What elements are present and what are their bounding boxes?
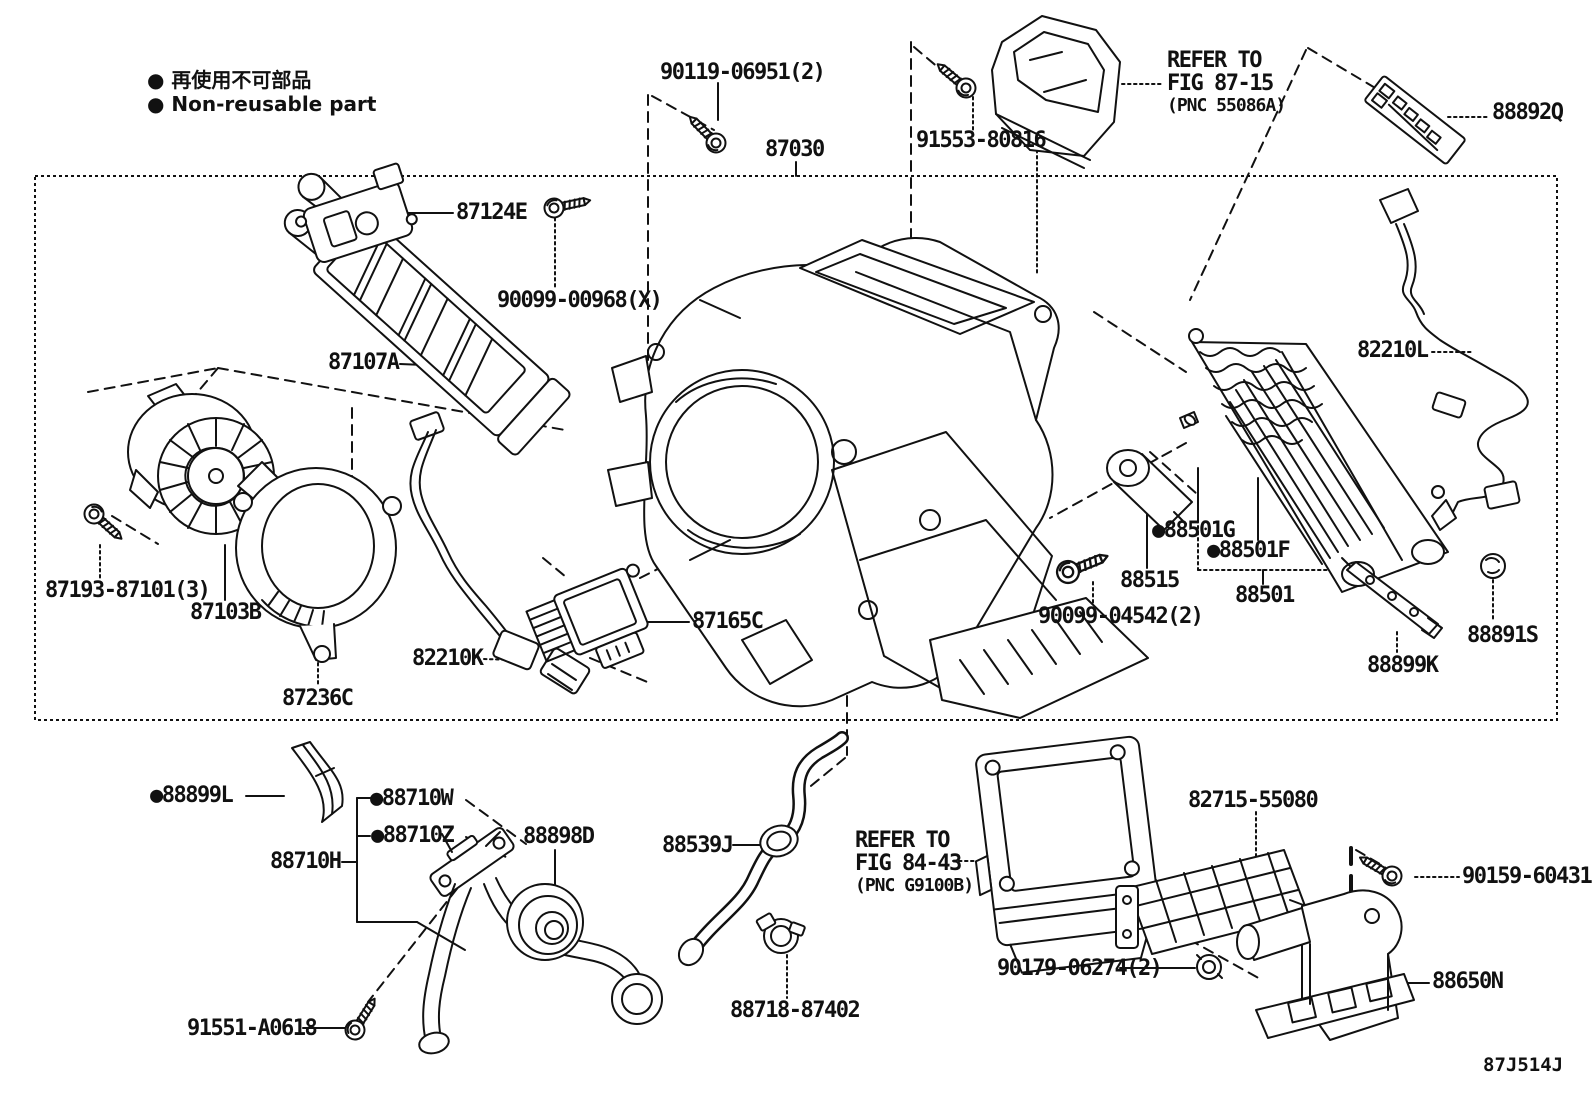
- part-label-87103b[interactable]: 87103B: [190, 600, 262, 625]
- strip-88899k-art: [1341, 557, 1443, 639]
- servo-87124e-art: [295, 162, 418, 263]
- part-label-88501f[interactable]: ●88501F: [1207, 538, 1291, 563]
- part-label-87124e[interactable]: 87124E: [456, 200, 528, 225]
- screw-91553-art: [930, 55, 981, 103]
- clamp-88718-art: [755, 912, 806, 954]
- part-label-88899k[interactable]: 88899K: [1367, 653, 1439, 678]
- part-label-88710z[interactable]: ●88710Z: [371, 823, 455, 848]
- part-label-88710h[interactable]: 88710H: [270, 849, 342, 874]
- part-label-82210l[interactable]: 82210L: [1357, 338, 1429, 363]
- part-label-87193-87101[interactable]: 87193-87101(3): [45, 578, 211, 603]
- resistor-87165c-art: [525, 563, 649, 669]
- part-label-90159-60431[interactable]: 90159-60431: [1462, 864, 1592, 889]
- part-label-88710w[interactable]: ●88710W: [370, 786, 454, 811]
- part-label-87030[interactable]: 87030: [765, 137, 825, 162]
- refer-fig-87-line1[interactable]: REFER TO: [1167, 48, 1262, 73]
- part-label-88515[interactable]: 88515: [1120, 568, 1180, 593]
- part-label-87165c[interactable]: 87165C: [692, 609, 764, 634]
- part-label-88899l[interactable]: ●88899L: [150, 783, 234, 808]
- screw-91551-art: [340, 992, 384, 1045]
- mesh-82715-art: [1115, 849, 1309, 955]
- refer-fig-84-line1[interactable]: REFER TO: [855, 828, 950, 853]
- receiver-88515-art: [1106, 414, 1197, 531]
- heater-core-87107a-art: [283, 172, 571, 456]
- part-label-90099-04542[interactable]: 90099-04542(2): [1038, 604, 1204, 629]
- hvac-unit-87030-art: [607, 237, 1149, 719]
- pipe-82210l-art: [1379, 188, 1529, 531]
- part-label-88892q[interactable]: 88892Q: [1492, 100, 1564, 125]
- blower-case-87236c-art: [233, 461, 402, 663]
- evaporator-tubes: [1225, 359, 1385, 565]
- part-label-88501[interactable]: 88501: [1235, 583, 1295, 608]
- part-label-90119-06951[interactable]: 90119-06951(2): [660, 60, 826, 85]
- hose-88539j-art: [677, 731, 849, 967]
- part-label-87107a[interactable]: 87107A: [328, 350, 400, 375]
- refer-fig-84-line2[interactable]: FIG 84-43: [855, 851, 962, 876]
- bolt-90099-2-art: [1052, 544, 1113, 588]
- refer-fig-84-line3[interactable]: (PNC G9100B): [855, 875, 974, 896]
- screw-90099x-art: [541, 190, 594, 221]
- part-label-88501g[interactable]: ●88501G: [1152, 518, 1236, 543]
- legend-non-reusable-jp: ● 再使用不可部品: [147, 68, 312, 92]
- part-label-88898d[interactable]: 88898D: [523, 824, 595, 849]
- nut-90179-art: [1196, 954, 1223, 980]
- part-label-91551-a0618[interactable]: 91551-A0618: [187, 1016, 318, 1041]
- grommet-88891s-art: [1480, 553, 1506, 579]
- part-label-91553-80816[interactable]: 91553-80816: [916, 128, 1047, 153]
- part-label-87236c[interactable]: 87236C: [282, 686, 354, 711]
- part-label-82210k[interactable]: 82210K: [412, 646, 484, 671]
- screw-90119-art: [682, 109, 731, 158]
- strip-88892q-art: [1364, 75, 1466, 165]
- duct-refer-87-art: [991, 15, 1121, 169]
- strip-88899l-art: [291, 741, 344, 823]
- part-label-88718-87402[interactable]: 88718-87402: [730, 998, 861, 1023]
- water-pipe-88710h-art: [418, 827, 663, 1055]
- part-label-88891s[interactable]: 88891S: [1467, 623, 1539, 648]
- main-figure-box: [34, 175, 1558, 721]
- figure-code: 87J514J: [1483, 1054, 1564, 1076]
- solid-leaders: [224, 82, 1430, 1029]
- grommet-88898d-art: [506, 883, 584, 961]
- refer-fig-87-line2[interactable]: FIG 87-15: [1167, 71, 1274, 96]
- bracket-88650n-art: [1236, 889, 1415, 1041]
- screw-87193-art: [79, 499, 129, 547]
- screw-90159-art: [1354, 848, 1406, 890]
- refer-fig-87-line3[interactable]: (PNC 55086A): [1167, 95, 1286, 116]
- part-label-90099-00968[interactable]: 90099-00968(X): [497, 288, 663, 313]
- part-label-88650n[interactable]: 88650N: [1432, 969, 1504, 994]
- part-label-90179-06274[interactable]: 90179-06274(2): [997, 956, 1163, 981]
- part-label-88539j[interactable]: 88539J: [662, 833, 734, 858]
- part-label-82715-55080[interactable]: 82715-55080: [1188, 788, 1319, 813]
- ecu-refer-84-art: [974, 735, 1162, 974]
- legend-non-reusable-en: ● Non-reusable part: [147, 92, 377, 116]
